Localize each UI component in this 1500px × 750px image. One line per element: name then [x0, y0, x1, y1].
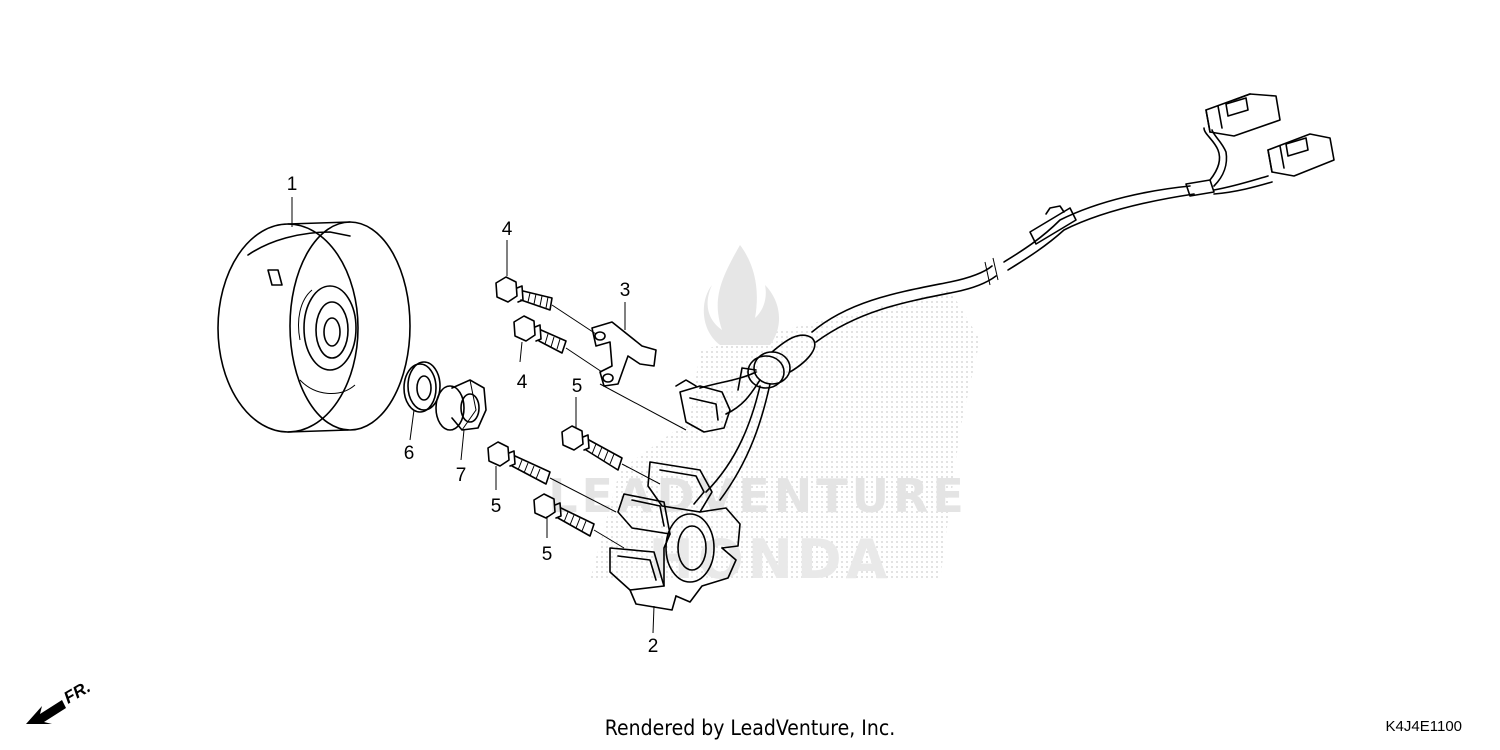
- callout-4-upper: 4: [502, 219, 513, 240]
- stator-harness-part: [609, 93, 1335, 611]
- alignment-lines: [549, 304, 687, 549]
- leader-lines: [291, 197, 655, 634]
- watermark-wing-logo: [590, 290, 980, 580]
- bolt-5-left-upper: [487, 441, 551, 485]
- watermark-flame-icon: [703, 245, 780, 345]
- callout-1: 1: [287, 174, 298, 195]
- callout-5-right: 5: [572, 376, 583, 397]
- flange-nut-part: [435, 379, 487, 431]
- front-arrow-icon: [26, 700, 66, 724]
- flywheel-part: [217, 221, 411, 433]
- callout-labels: 1 2 3 4 4 5 5 5 6 7: [287, 174, 659, 657]
- watermark-text: LEADVENTURE: [548, 469, 968, 523]
- bolt-5-right: [561, 425, 623, 471]
- callout-6: 6: [404, 443, 415, 464]
- bolt-4-upper: [495, 276, 553, 311]
- washer-part: [403, 361, 441, 413]
- front-label: FR.: [61, 677, 94, 707]
- diagram-code: K4J4E1100: [1385, 718, 1462, 735]
- callout-2: 2: [648, 636, 659, 657]
- wire-clamp-part: [591, 321, 657, 387]
- bolt-5-left-lower: [533, 493, 595, 537]
- callout-4-lower: 4: [517, 372, 528, 393]
- footer-credit: Rendered by LeadVenture, Inc.: [604, 716, 896, 740]
- callout-5-left-lower: 5: [542, 544, 553, 565]
- callout-3: 3: [620, 280, 631, 301]
- bolt-4-lower: [513, 315, 567, 354]
- watermark: LEADVENTURE HONDA: [548, 245, 980, 591]
- callout-5-left-upper: 5: [491, 496, 502, 517]
- watermark-brand-text: HONDA: [649, 528, 892, 591]
- callout-7: 7: [456, 465, 467, 486]
